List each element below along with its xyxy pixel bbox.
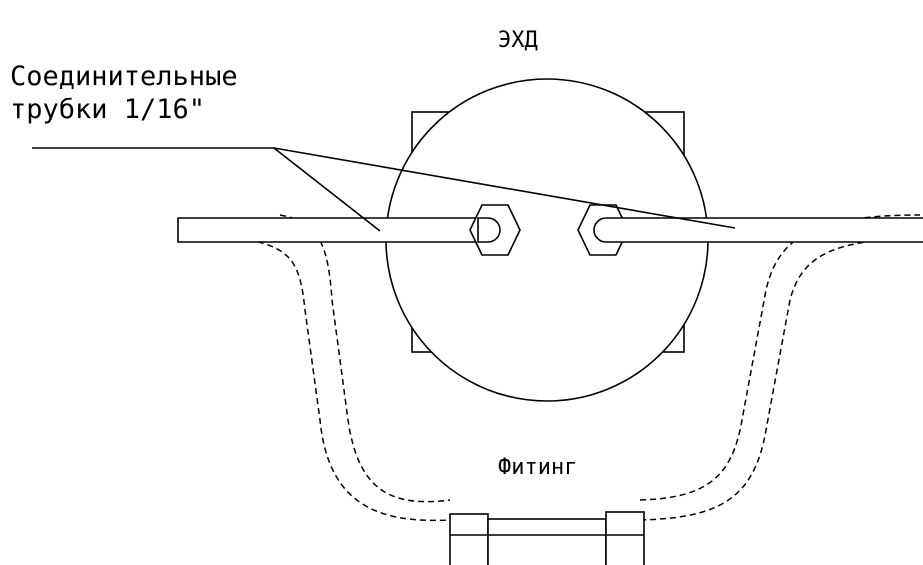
right-tube-route-outer [639,237,921,521]
leader-to-left-tube [273,147,381,232]
left-tube [177,217,501,243]
fitting [449,511,645,565]
right-tube [593,217,923,243]
fitting-right-collar [605,511,645,565]
left-tube-route-outer [237,237,451,522]
tubes-label-line1: Соединительные [10,61,238,92]
leader-to-right-tube [273,147,736,229]
tubes-leader-lines [32,147,736,232]
fitting-body [487,518,607,565]
tubes-label-line2: трубки 1/16" [10,94,205,125]
right-tube-assembly [577,204,923,256]
fitting-left-collar [449,513,489,565]
fitting-label: Фитинг [498,455,577,480]
left-tube-assembly [177,204,521,256]
left-tube-end [477,217,501,243]
detector-label: ЭХД [498,28,538,53]
